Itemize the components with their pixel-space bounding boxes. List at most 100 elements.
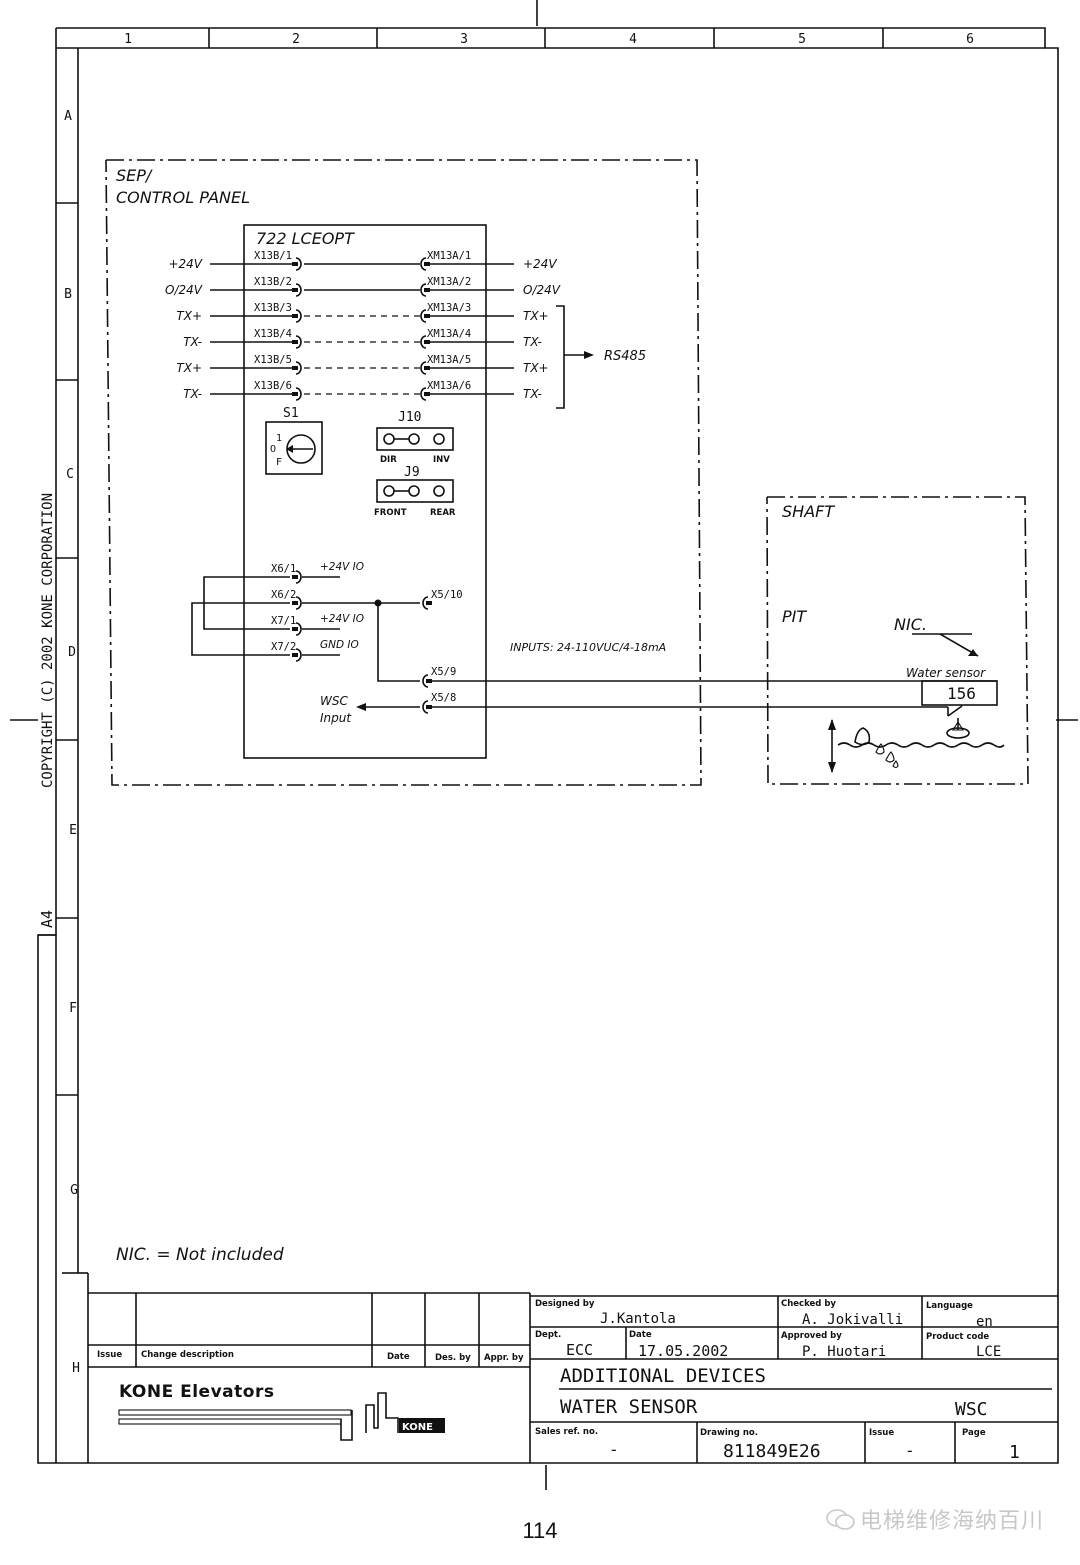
row-label: F — [69, 1001, 77, 1016]
sensor-id: 156 — [947, 684, 976, 703]
connector-label: X13B/3 — [254, 302, 292, 314]
designed-by: J.Kantola — [600, 1311, 676, 1327]
connector-label: X13B/1 — [254, 250, 292, 262]
connector-label: X6/1 — [271, 563, 296, 575]
row-label: A — [64, 109, 72, 124]
signal-label: O/24V — [523, 283, 561, 297]
sheet-size-label: A4 — [38, 910, 56, 928]
connector-label: X5/9 — [431, 666, 456, 678]
signal-label: TX- — [523, 387, 542, 401]
drawing-no: 811849E26 — [723, 1441, 821, 1462]
connector-label: XM13A/1 — [427, 250, 471, 262]
page-label: Page — [962, 1428, 986, 1438]
approved-by-label: Approved by — [781, 1331, 842, 1341]
language-label: Language — [926, 1301, 973, 1311]
date-label: Date — [629, 1330, 652, 1340]
signal-wires — [210, 263, 514, 395]
connector-label: X7/2 — [271, 641, 296, 653]
s1-switch: S1 1 O F — [265, 406, 323, 475]
row-label: D — [68, 645, 76, 660]
jumper-label: J9 — [404, 465, 420, 480]
issue-label: Issue — [869, 1428, 894, 1438]
product-code: LCE — [976, 1344, 1001, 1360]
shaft-box: SHAFT PIT NIC. Water sensor 156 — [766, 496, 1029, 785]
signal-label: TX+ — [523, 309, 549, 323]
j9-jumper: J9 FRONT REAR — [374, 465, 456, 518]
pit-label: PIT — [782, 607, 807, 626]
column-label: 4 — [629, 32, 637, 47]
switch-pos-label: O — [270, 444, 276, 455]
connector-label: X13B/4 — [254, 328, 292, 340]
page-number: 114 — [522, 1518, 558, 1543]
connector-label: XM13A/3 — [427, 302, 471, 314]
drawing-title: ADDITIONAL DEVICES — [560, 1365, 766, 1387]
lceopt-board — [243, 224, 487, 759]
panel-title: CONTROL PANEL — [116, 188, 250, 207]
signal-label: TX+ — [176, 361, 202, 375]
kone-logo-graphic: KONE — [118, 1392, 445, 1441]
row-label: G — [70, 1183, 78, 1198]
product-code-label: Product code — [926, 1332, 989, 1342]
signal-label: TX- — [183, 335, 202, 349]
connector-label: XM13A/6 — [427, 380, 471, 392]
date: 17.05.2002 — [638, 1342, 728, 1360]
io-label: +24V IO — [320, 613, 364, 625]
kone-logo-small: KONE — [402, 1422, 433, 1433]
nic-note: NIC. = Not included — [116, 1245, 284, 1265]
page: 1 — [1009, 1442, 1020, 1463]
rs485-label: RS485 — [604, 349, 646, 364]
dept: ECC — [566, 1341, 593, 1359]
connector-label: X13B/6 — [254, 380, 292, 392]
title-block: Issue Change description Date Des. by Ap… — [88, 1292, 1058, 1463]
j10-jumper: J10 DIR INV — [376, 410, 454, 465]
watermark: 电梯维修海纳百川 — [826, 1503, 1044, 1535]
switch-pos-label: F — [276, 457, 282, 468]
change-header: Change description — [141, 1350, 234, 1360]
column-label: 1 — [124, 32, 132, 47]
sales-ref-label: Sales ref. no. — [535, 1427, 598, 1437]
wsc-label: WSC — [320, 694, 348, 708]
jumper-pos-label: REAR — [430, 508, 456, 518]
control-panel: SEP/ CONTROL PANEL 722 LCEOPT +24V O/24V… — [105, 159, 997, 786]
switch-pos-label: 1 — [276, 433, 282, 444]
water-sensor-label: Water sensor — [906, 666, 986, 680]
io-label: GND IO — [320, 639, 359, 651]
drawing-no-label: Drawing no. — [700, 1428, 758, 1438]
checked-by: A. Jokivalli — [802, 1312, 903, 1328]
rs485-bus: RS485 — [556, 305, 646, 409]
approved-by: P. Huotari — [802, 1344, 886, 1360]
row-label: H — [72, 1361, 80, 1376]
date-header: Date — [387, 1352, 410, 1362]
board-title: 722 LCEOPT — [256, 229, 355, 248]
jumper-pos-label: DIR — [380, 455, 397, 465]
row-label: E — [69, 823, 77, 838]
connector-label: X5/10 — [431, 589, 463, 601]
row-label: B — [64, 287, 72, 302]
kone-logo-text: KONE Elevators — [119, 1382, 274, 1402]
inputs-note: INPUTS: 24-110VUC/4-18mA — [510, 641, 666, 654]
issue: - — [905, 1441, 915, 1460]
drawing-code: WSC — [955, 1399, 988, 1420]
column-label: 3 — [460, 32, 468, 47]
connector-label: X7/1 — [271, 615, 296, 627]
connector-symbols — [292, 257, 430, 401]
dept-label: Dept. — [535, 1330, 561, 1340]
connector-label: X6/2 — [271, 589, 296, 601]
connector-label: XM13A/2 — [427, 276, 471, 288]
switch-label: S1 — [283, 406, 299, 421]
signal-label: TX+ — [523, 361, 549, 375]
signal-label: TX- — [523, 335, 542, 349]
column-label: 5 — [798, 32, 806, 47]
sales-ref: - — [609, 1440, 619, 1459]
copyright-text: COPYRIGHT (C) 2002 KONE CORPORATION — [40, 493, 56, 788]
connector-label: X13B/2 — [254, 276, 292, 288]
column-label: 2 — [292, 32, 300, 47]
appr-by-header: Appr. by — [484, 1353, 524, 1363]
connector-label: X13B/5 — [254, 354, 292, 366]
wechat-icon — [826, 1509, 855, 1530]
panel-title: SEP/ — [116, 166, 153, 185]
column-labels: 1 2 3 4 5 6 — [124, 32, 974, 47]
des-by-header: Des. by — [435, 1353, 471, 1363]
io-label: +24V IO — [320, 561, 364, 573]
